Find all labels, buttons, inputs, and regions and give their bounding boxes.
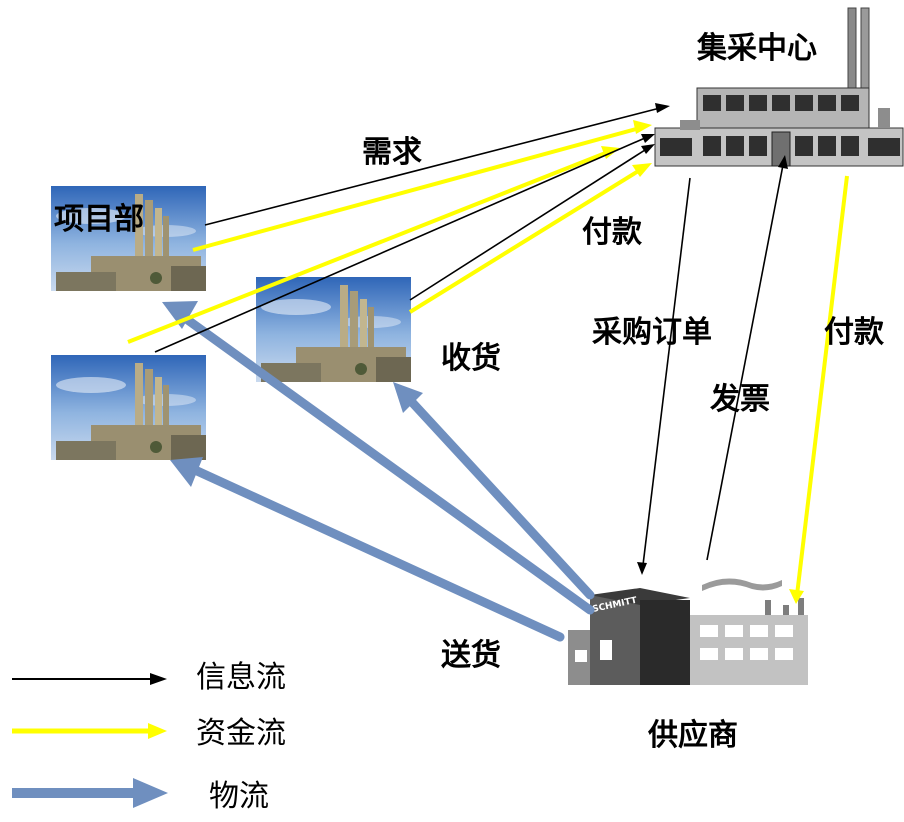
payment-label-top: 付款 (582, 215, 642, 250)
goods-arrow-1 (180, 313, 595, 615)
info-arrow-order (642, 177, 691, 566)
receive-label: 收货 (441, 341, 501, 376)
money-arrow-1 (192, 126, 641, 252)
supplier-building-icon: SCHMITT (568, 578, 808, 685)
purchase-order-label: 采购订单 (592, 315, 712, 350)
goods-arrow-3 (405, 395, 595, 600)
project-dept-label: 项目部 (54, 202, 144, 237)
money-arrow-3 (408, 168, 642, 314)
project-photo-2 (51, 355, 206, 460)
supplier-label: 供应商 (648, 718, 738, 753)
legend-swatches (12, 673, 168, 808)
central-factory-icon (654, 7, 904, 167)
money-arrow-4 (795, 175, 849, 596)
legend-money-label: 资金流 (196, 716, 286, 751)
info-arrow-demand-2 (154, 137, 646, 353)
payment-label-right: 付款 (824, 315, 884, 350)
goods-arrowhead-1 (162, 301, 198, 329)
goods-arrowhead-2 (170, 457, 203, 487)
delivery-label: 送货 (441, 638, 501, 673)
central-purchasing-label: 集采中心 (697, 31, 817, 66)
invoice-label: 发票 (710, 382, 770, 417)
info-arrow-demand-3 (409, 149, 646, 301)
project-photo-3 (256, 277, 411, 382)
goods-arrow-2 (190, 465, 565, 642)
legend-goods-label: 物流 (209, 779, 269, 814)
demand-label: 需求 (362, 135, 422, 170)
goods-arrowhead-3 (393, 382, 423, 413)
info-arrow-demand-1 (204, 107, 661, 226)
info-arrow-invoice (706, 164, 784, 561)
legend-info-label: 信息流 (196, 660, 286, 695)
money-arrow-2 (127, 150, 609, 344)
